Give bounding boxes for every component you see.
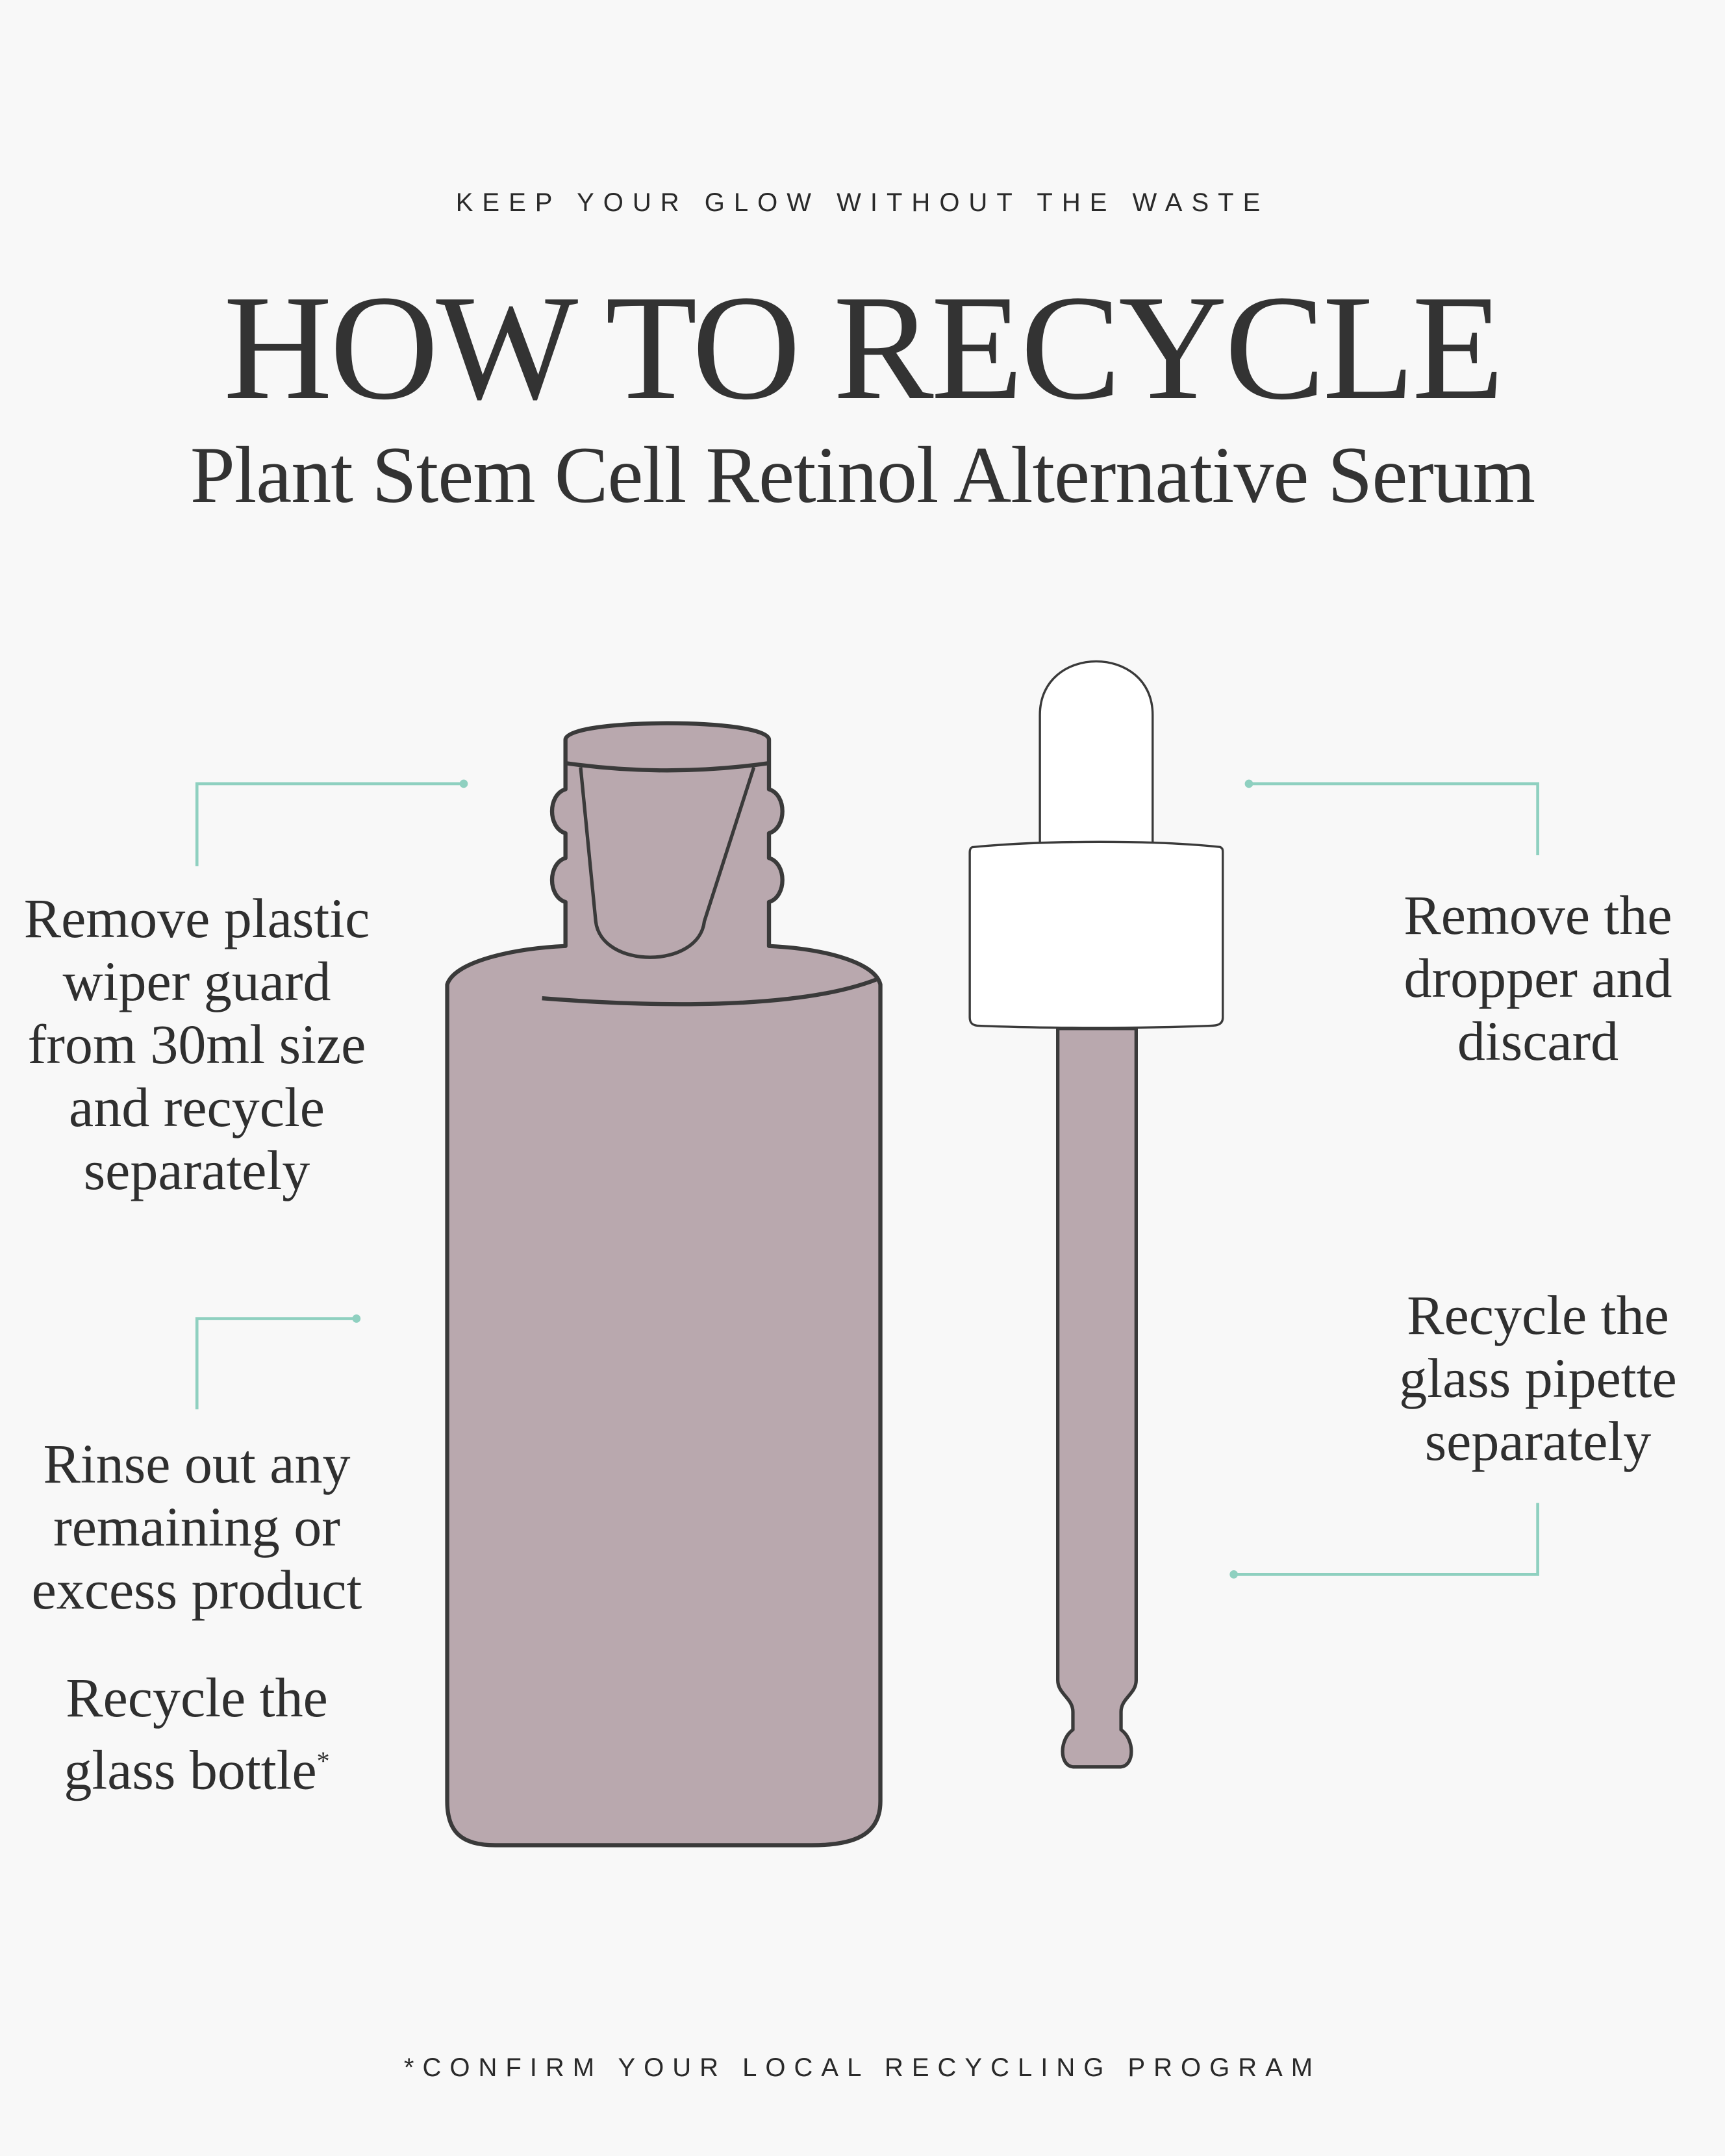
dropper-bulb (1039, 660, 1154, 850)
step-recycle-pipette: Recycle the glass pipette separately (1399, 1284, 1677, 1472)
callout-dot (1244, 779, 1253, 788)
bottle-body (445, 721, 883, 1848)
callout-line-wiper-guard (195, 782, 464, 866)
product-name: Plant Stem Cell Retinol Alternative Seru… (190, 431, 1535, 520)
glass-bottle (445, 721, 883, 1848)
kicker-text: KEEP YOUR GLOW WITHOUT THE WASTE (455, 188, 1270, 217)
callout-dot (459, 779, 468, 788)
footer-disclaimer: *CONFIRM YOUR LOCAL RECYCLING PROGRAM (403, 2053, 1322, 2082)
callout-lines (195, 782, 1539, 1576)
callout-dot (1229, 1570, 1239, 1579)
step-remove-dropper: Remove the dropper and discard (1404, 884, 1672, 1072)
step-rinse: Rinse out any remaining or excess produc… (31, 1433, 362, 1621)
asterisk-mark: * (316, 1746, 330, 1775)
bottle-neck-rim (565, 760, 770, 773)
dropper-collar (968, 840, 1224, 1029)
callout-line-rinse (195, 1317, 357, 1410)
step-wiper-guard: Remove plastic wiper guard from 30ml siz… (23, 887, 370, 1201)
callout-dot (352, 1314, 361, 1323)
step-recycle-bottle: Recycle the glass bottle* (0, 1666, 424, 1802)
wiper-guard (579, 766, 756, 959)
glass-pipette (1056, 1027, 1138, 1769)
callout-line-dropper (1248, 782, 1539, 855)
dropper (968, 660, 1224, 1769)
callout-line-pipette (1233, 1503, 1539, 1576)
bottle-shoulder-line (542, 977, 879, 1007)
page-title: HOW TO RECYCLE (223, 264, 1504, 431)
step-recycle-bottle-text: Recycle the glass bottle (64, 1666, 328, 1801)
